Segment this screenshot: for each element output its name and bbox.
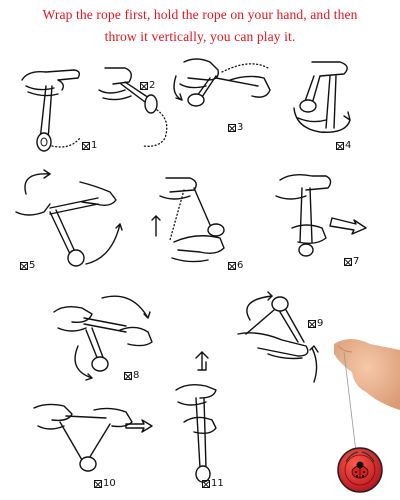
- step-5-illustration: [15, 169, 123, 267]
- step-9-label: 9: [308, 318, 323, 329]
- step-7-illustration: [275, 173, 367, 257]
- step-5-label: 5: [20, 260, 35, 271]
- step-number: 2: [149, 80, 156, 91]
- instruction-title: Wrap the rope first, hold the rope on yo…: [0, 4, 400, 48]
- step-6-illustration: [151, 177, 225, 263]
- step-box-icon: [20, 261, 28, 270]
- step-number: 10: [103, 478, 116, 489]
- instruction-line-1: Wrap the rope first, hold the rope on yo…: [42, 7, 358, 22]
- step-11-illustration: [175, 351, 217, 483]
- hand-with-yoyo-photo: [334, 339, 400, 493]
- step-number: 11: [211, 478, 224, 489]
- step-box-icon: [124, 371, 132, 380]
- step-number: 6: [237, 260, 244, 271]
- step-number: 1: [91, 140, 98, 151]
- step-3-label: 3: [228, 122, 243, 133]
- step-6-label: 6: [228, 260, 243, 271]
- step-10-illustration: [33, 403, 153, 472]
- step-number: 4: [345, 140, 352, 151]
- step-number: 7: [353, 256, 360, 267]
- step-number: 9: [317, 318, 324, 329]
- step-box-icon: [82, 141, 90, 150]
- instruction-line-2: throw it vertically, you can play it.: [104, 29, 296, 44]
- step-box-icon: [308, 319, 316, 328]
- step-number: 8: [133, 370, 140, 381]
- step-8-illustration: [53, 295, 153, 381]
- step-box-icon: [228, 261, 236, 270]
- step-number: 3: [237, 122, 244, 133]
- step-10-label: 10: [94, 478, 116, 489]
- step-4-label: 4: [336, 140, 351, 151]
- step-2-label: 2: [140, 80, 155, 91]
- step-box-icon: [228, 123, 236, 132]
- step-7-label: 7: [344, 256, 359, 267]
- step-box-icon: [202, 479, 210, 488]
- step-8-label: 8: [124, 370, 139, 381]
- step-number: 5: [29, 260, 36, 271]
- step-11-label: 11: [202, 478, 224, 489]
- step-box-icon: [336, 141, 344, 150]
- step-box-icon: [140, 81, 148, 90]
- step-3-illustration: [173, 58, 271, 107]
- step-2-illustration: [98, 67, 168, 147]
- step-1-illustration: [21, 69, 81, 152]
- step-4-illustration: [293, 61, 351, 133]
- step-1-label: 1: [82, 140, 97, 151]
- step-box-icon: [344, 257, 352, 266]
- step-box-icon: [94, 479, 102, 488]
- step-9-illustration: [237, 291, 319, 383]
